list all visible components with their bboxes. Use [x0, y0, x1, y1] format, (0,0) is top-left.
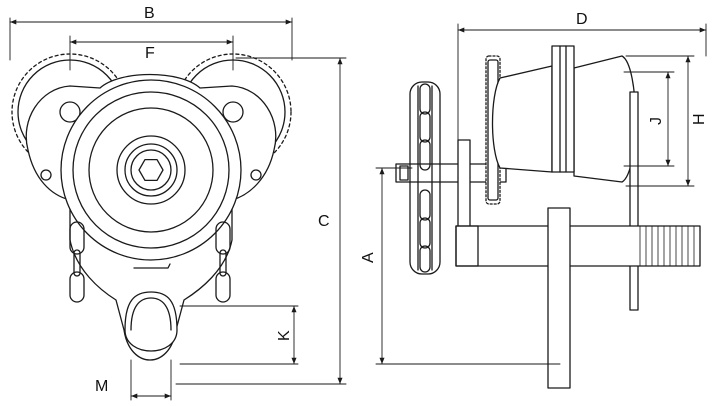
dim-C [175, 57, 347, 385]
side-shaft [395, 163, 507, 183]
plate-bolt-right [250, 169, 262, 181]
dim-K [179, 305, 299, 365]
label-M: M [95, 378, 108, 395]
label-K: K [276, 330, 293, 341]
hook-eye [124, 263, 178, 352]
dimension-labels: B F C K M D A J H [95, 5, 708, 395]
label-D: D [576, 11, 588, 28]
i-beam [551, 45, 575, 173]
label-H: H [691, 113, 708, 125]
hand-chain-right [215, 221, 231, 303]
side-hand-wheel [409, 81, 441, 275]
side-plate-right [629, 91, 639, 311]
threaded-end [639, 225, 701, 267]
label-F: F [145, 45, 155, 62]
hex-nut [138, 158, 164, 182]
label-J: J [648, 117, 665, 125]
hand-wheel [60, 79, 242, 261]
label-A: A [360, 252, 377, 263]
plate-bolt-left [40, 169, 52, 181]
dim-A [375, 167, 561, 365]
dim-B [9, 17, 293, 61]
dim-J [623, 71, 675, 167]
side-wheel-right [573, 55, 637, 183]
dim-M [130, 359, 172, 401]
plate-hole-right [222, 101, 244, 123]
plate-hole-left [59, 101, 81, 123]
label-C: C [318, 213, 330, 230]
side-view [375, 23, 707, 389]
cross-shaft [455, 225, 701, 267]
load-bar [547, 207, 571, 389]
front-view [9, 17, 347, 401]
side-wheel-left [491, 65, 553, 173]
hand-chain-left [69, 221, 85, 303]
dim-F [69, 35, 234, 71]
dim-D [457, 23, 707, 141]
side-chain [419, 83, 431, 273]
label-B: B [144, 5, 155, 22]
dim-H [625, 55, 695, 187]
